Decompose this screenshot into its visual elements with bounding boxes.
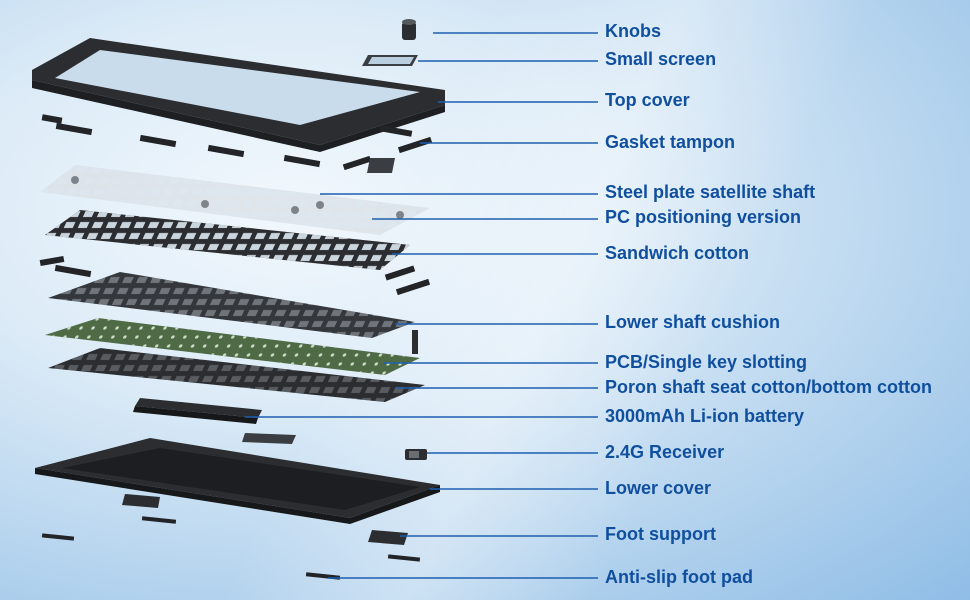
anti-slip-pads — [41, 516, 421, 580]
leader-lines — [245, 32, 598, 579]
foot-supports — [122, 494, 408, 545]
receiver-part — [405, 449, 427, 460]
label-lower-shaft-cushion: Lower shaft cushion — [605, 312, 781, 332]
label-lower-cover: Lower cover — [605, 478, 712, 498]
label-small-screen: Small screen — [605, 49, 717, 69]
label-battery: 3000mAh Li-ion battery — [605, 406, 805, 426]
lower-cover-part — [35, 438, 440, 524]
label-knobs: Knobs — [605, 21, 661, 41]
pcb-part — [45, 318, 420, 375]
label-top-cover: Top cover — [605, 90, 690, 110]
label-steel-plate: Steel plate satellite shaft — [605, 182, 816, 202]
label-pcb: PCB/Single key slotting — [605, 352, 808, 372]
label-poron: Poron shaft seat cotton/bottom cotton — [605, 377, 932, 397]
lower-shaft-cushion-part — [48, 272, 415, 338]
steel-plate-part — [40, 165, 430, 235]
gasket-tampons — [39, 114, 433, 296]
connector-board — [242, 433, 296, 444]
small-screen-part — [362, 55, 418, 66]
pc-positioning-part — [45, 210, 410, 270]
label-gasket-tampon: Gasket tampon — [605, 132, 736, 152]
top-cover-part — [32, 38, 445, 152]
poron-cotton-part — [48, 348, 425, 402]
label-foot-support: Foot support — [605, 524, 716, 544]
label-pc-positioning: PC positioning version — [605, 207, 802, 227]
label-receiver: 2.4G Receiver — [605, 442, 725, 462]
label-anti-slip: Anti-slip foot pad — [605, 567, 753, 587]
label-sandwich-cotton: Sandwich cotton — [605, 243, 749, 263]
knob-part — [402, 19, 416, 40]
battery-part — [133, 398, 262, 424]
